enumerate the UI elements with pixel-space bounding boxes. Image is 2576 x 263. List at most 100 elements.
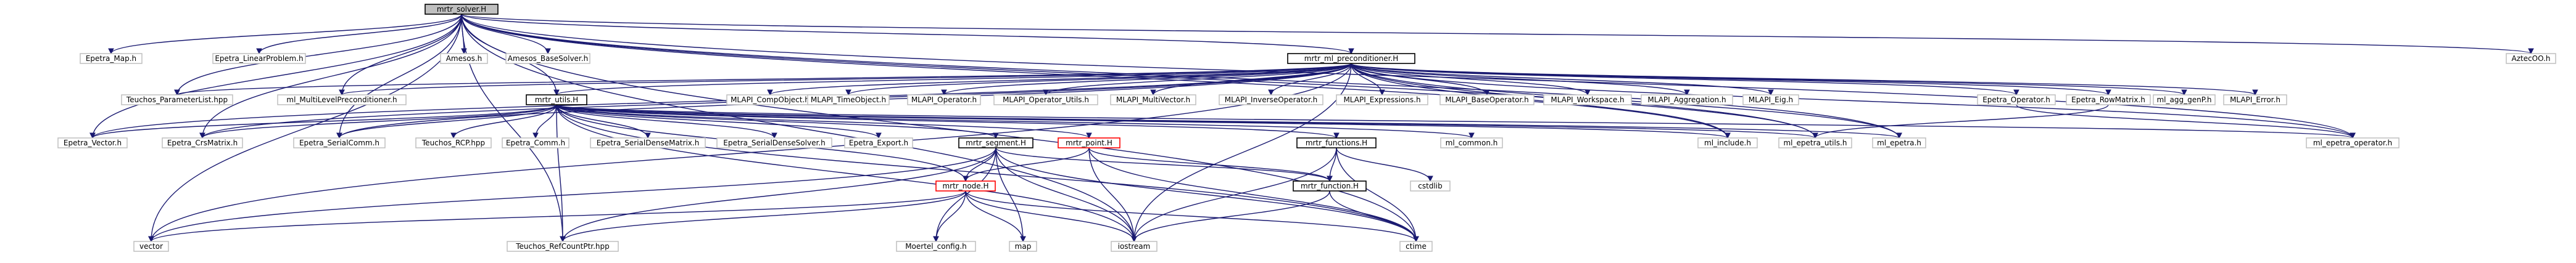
arrowhead bbox=[174, 89, 180, 96]
node-mlapi-error: MLAPI_Error.h bbox=[2223, 94, 2287, 105]
node-epetra-export: Epetra_Export.h bbox=[844, 137, 913, 148]
node-label: Epetra_Vector.h bbox=[64, 139, 122, 147]
node-label: AztecOO.h bbox=[2511, 54, 2550, 63]
node-label: ml_epetra_utils.h bbox=[1783, 139, 1847, 147]
node-label: ml_MultiLevelPreconditioner.h bbox=[286, 95, 397, 104]
node-box bbox=[133, 241, 169, 252]
arrowhead bbox=[2105, 89, 2111, 96]
node-label: mrtr_segment.H bbox=[966, 139, 1026, 147]
node-mrtr-utils[interactable]: mrtr_utils.H bbox=[526, 94, 587, 105]
arrowhead bbox=[1086, 132, 1092, 139]
node-box bbox=[1439, 94, 1534, 105]
node-ml-common: ml_common.h bbox=[1440, 137, 1503, 148]
node-box bbox=[1111, 241, 1158, 252]
node-label: vector bbox=[139, 242, 163, 251]
node-mrtr-function[interactable]: mrtr_function.H bbox=[1293, 180, 1367, 192]
edge-mrtr_ml_preconditioner-to-mlapi_aggregation bbox=[1351, 63, 1690, 96]
edge-root-to-epetra_vector bbox=[89, 14, 462, 139]
arrowhead bbox=[845, 89, 851, 96]
node-label: Epetra_CrsMatrix.h bbox=[167, 139, 238, 147]
arrowhead bbox=[1327, 176, 1333, 182]
node-box bbox=[1219, 94, 1323, 105]
node-box bbox=[1543, 94, 1632, 105]
node-label: mrtr_ml_preconditioner.H bbox=[1304, 54, 1399, 63]
node-label: MLAPI_Operator.h bbox=[911, 95, 977, 104]
arrowhead bbox=[771, 132, 777, 139]
node-box bbox=[2066, 94, 2151, 105]
arrowhead bbox=[1379, 89, 1385, 96]
node-amesos: Amesos.h bbox=[440, 53, 488, 64]
node-box bbox=[590, 137, 706, 148]
node-epetra-rowmatrix: Epetra_RowMatrix.h bbox=[2066, 94, 2151, 105]
edge-root-to-vector bbox=[148, 14, 462, 243]
node-label: MLAPI_Eig.h bbox=[1749, 95, 1793, 104]
edge-root-to-mrtr_ml_preconditioner bbox=[461, 14, 1354, 55]
node-box bbox=[277, 94, 407, 105]
arrowhead bbox=[933, 236, 939, 243]
node-mlapi-aggregation: MLAPI_Aggregation.h bbox=[1641, 94, 1733, 105]
arrowhead bbox=[963, 176, 969, 182]
edge-mrtr_ml_preconditioner-to-mrtr_utils bbox=[553, 63, 1352, 96]
node-mrtr-point[interactable]: mrtr_point.H bbox=[1058, 137, 1120, 148]
node-box bbox=[502, 137, 569, 148]
edge-mrtr_ml_preconditioner-to-mlapi_expressions bbox=[1351, 63, 1385, 96]
edge-mrtr_utils-to-teuchos_rcp bbox=[450, 104, 557, 139]
arrowhead bbox=[1150, 89, 1156, 96]
node-teuchos-rcp: Teuchos_RCP.hpp bbox=[415, 137, 492, 148]
edge-mrtr_functions-to-ctime bbox=[1336, 147, 1419, 243]
edge-mrtr_node-to-map bbox=[965, 190, 1026, 243]
arrowhead bbox=[256, 48, 262, 55]
edge-mrtr_utils-to-ctime bbox=[556, 104, 1419, 243]
node-mrtr-ml-preconditioner[interactable]: mrtr_ml_preconditioner.H bbox=[1287, 53, 1415, 64]
node-box bbox=[212, 53, 306, 64]
node-box bbox=[958, 137, 1033, 148]
node-label: mrtr_node.H bbox=[942, 182, 988, 190]
arrowhead bbox=[2350, 132, 2356, 139]
node-iostream: iostream bbox=[1111, 241, 1158, 252]
node-mrtr-segment[interactable]: mrtr_segment.H bbox=[958, 137, 1033, 148]
edge-mrtr_ml_preconditioner-to-teuchos_parameterlist bbox=[174, 63, 1352, 96]
node-box bbox=[2223, 94, 2287, 105]
node-label: MLAPI_Expressions.h bbox=[1343, 95, 1420, 104]
node-label: Epetra_SerialDenseMatrix.h bbox=[597, 139, 700, 147]
node-mlapi-compobject: MLAPI_CompObject.h bbox=[726, 94, 814, 105]
node-box bbox=[507, 241, 619, 252]
node-root: mrtr_solver.H bbox=[425, 4, 499, 15]
edge-mrtr_node-to-iostream bbox=[965, 190, 1137, 243]
edge-mrtr_function-to-ctime bbox=[1329, 190, 1419, 243]
arrowhead bbox=[1684, 89, 1690, 96]
node-label: MLAPI_Operator_Utils.h bbox=[1003, 95, 1089, 104]
edge-mrtr_utils-to-teuchos_refcountptr bbox=[556, 104, 566, 243]
node-cstdlib: cstdlib bbox=[1410, 180, 1451, 192]
node-teuchos-refcountptr: Teuchos_RefCountPtr.hpp bbox=[507, 241, 619, 252]
edge-mrtr_node-to-teuchos_refcountptr bbox=[560, 190, 966, 243]
node-ml-epetra-operator: ml_epetra_operator.h bbox=[2306, 137, 2400, 148]
edge-mrtr_node-to-vector bbox=[148, 190, 966, 243]
node-moertel-config: Moertel_config.h bbox=[896, 241, 976, 252]
edge-mrtr_utils-to-epetra_serialcomm bbox=[336, 104, 557, 139]
node-box bbox=[844, 137, 913, 148]
edge-epetra_operator-to-ml_epetra_operator bbox=[2016, 104, 2356, 139]
node-label: MLAPI_Workspace.h bbox=[1551, 95, 1624, 104]
edges bbox=[89, 14, 2534, 243]
arrowhead bbox=[645, 132, 651, 139]
node-label: ctime bbox=[1406, 242, 1427, 251]
node-label: MLAPI_Error.h bbox=[2230, 95, 2280, 104]
node-ml-agg-genp: ml_agg_genP.h bbox=[2153, 94, 2216, 105]
node-mrtr-functions[interactable]: mrtr_functions.H bbox=[1296, 137, 1377, 148]
node-mlapi-operator-utils: MLAPI_Operator_Utils.h bbox=[993, 94, 1098, 105]
edge-mrtr_point-to-mrtr_node bbox=[963, 147, 1090, 182]
node-vector: vector bbox=[133, 241, 169, 252]
edge-mrtr_segment-to-mrtr_function bbox=[995, 147, 1333, 182]
node-box bbox=[1977, 94, 2056, 105]
node-box bbox=[1296, 137, 1377, 148]
arrowhead bbox=[148, 236, 154, 243]
node-label: Epetra_Export.h bbox=[849, 139, 908, 147]
edge-root-to-teuchos_refcountptr bbox=[461, 14, 566, 243]
node-box bbox=[1009, 241, 1037, 252]
node-map: map bbox=[1009, 241, 1037, 252]
node-teuchos-parameterlist: Teuchos_ParameterList.hpp bbox=[121, 94, 233, 105]
arrowhead bbox=[1413, 236, 1419, 243]
node-epetra-map: Epetra_Map.h bbox=[80, 53, 143, 64]
node-mrtr-node[interactable]: mrtr_node.H bbox=[935, 180, 996, 192]
